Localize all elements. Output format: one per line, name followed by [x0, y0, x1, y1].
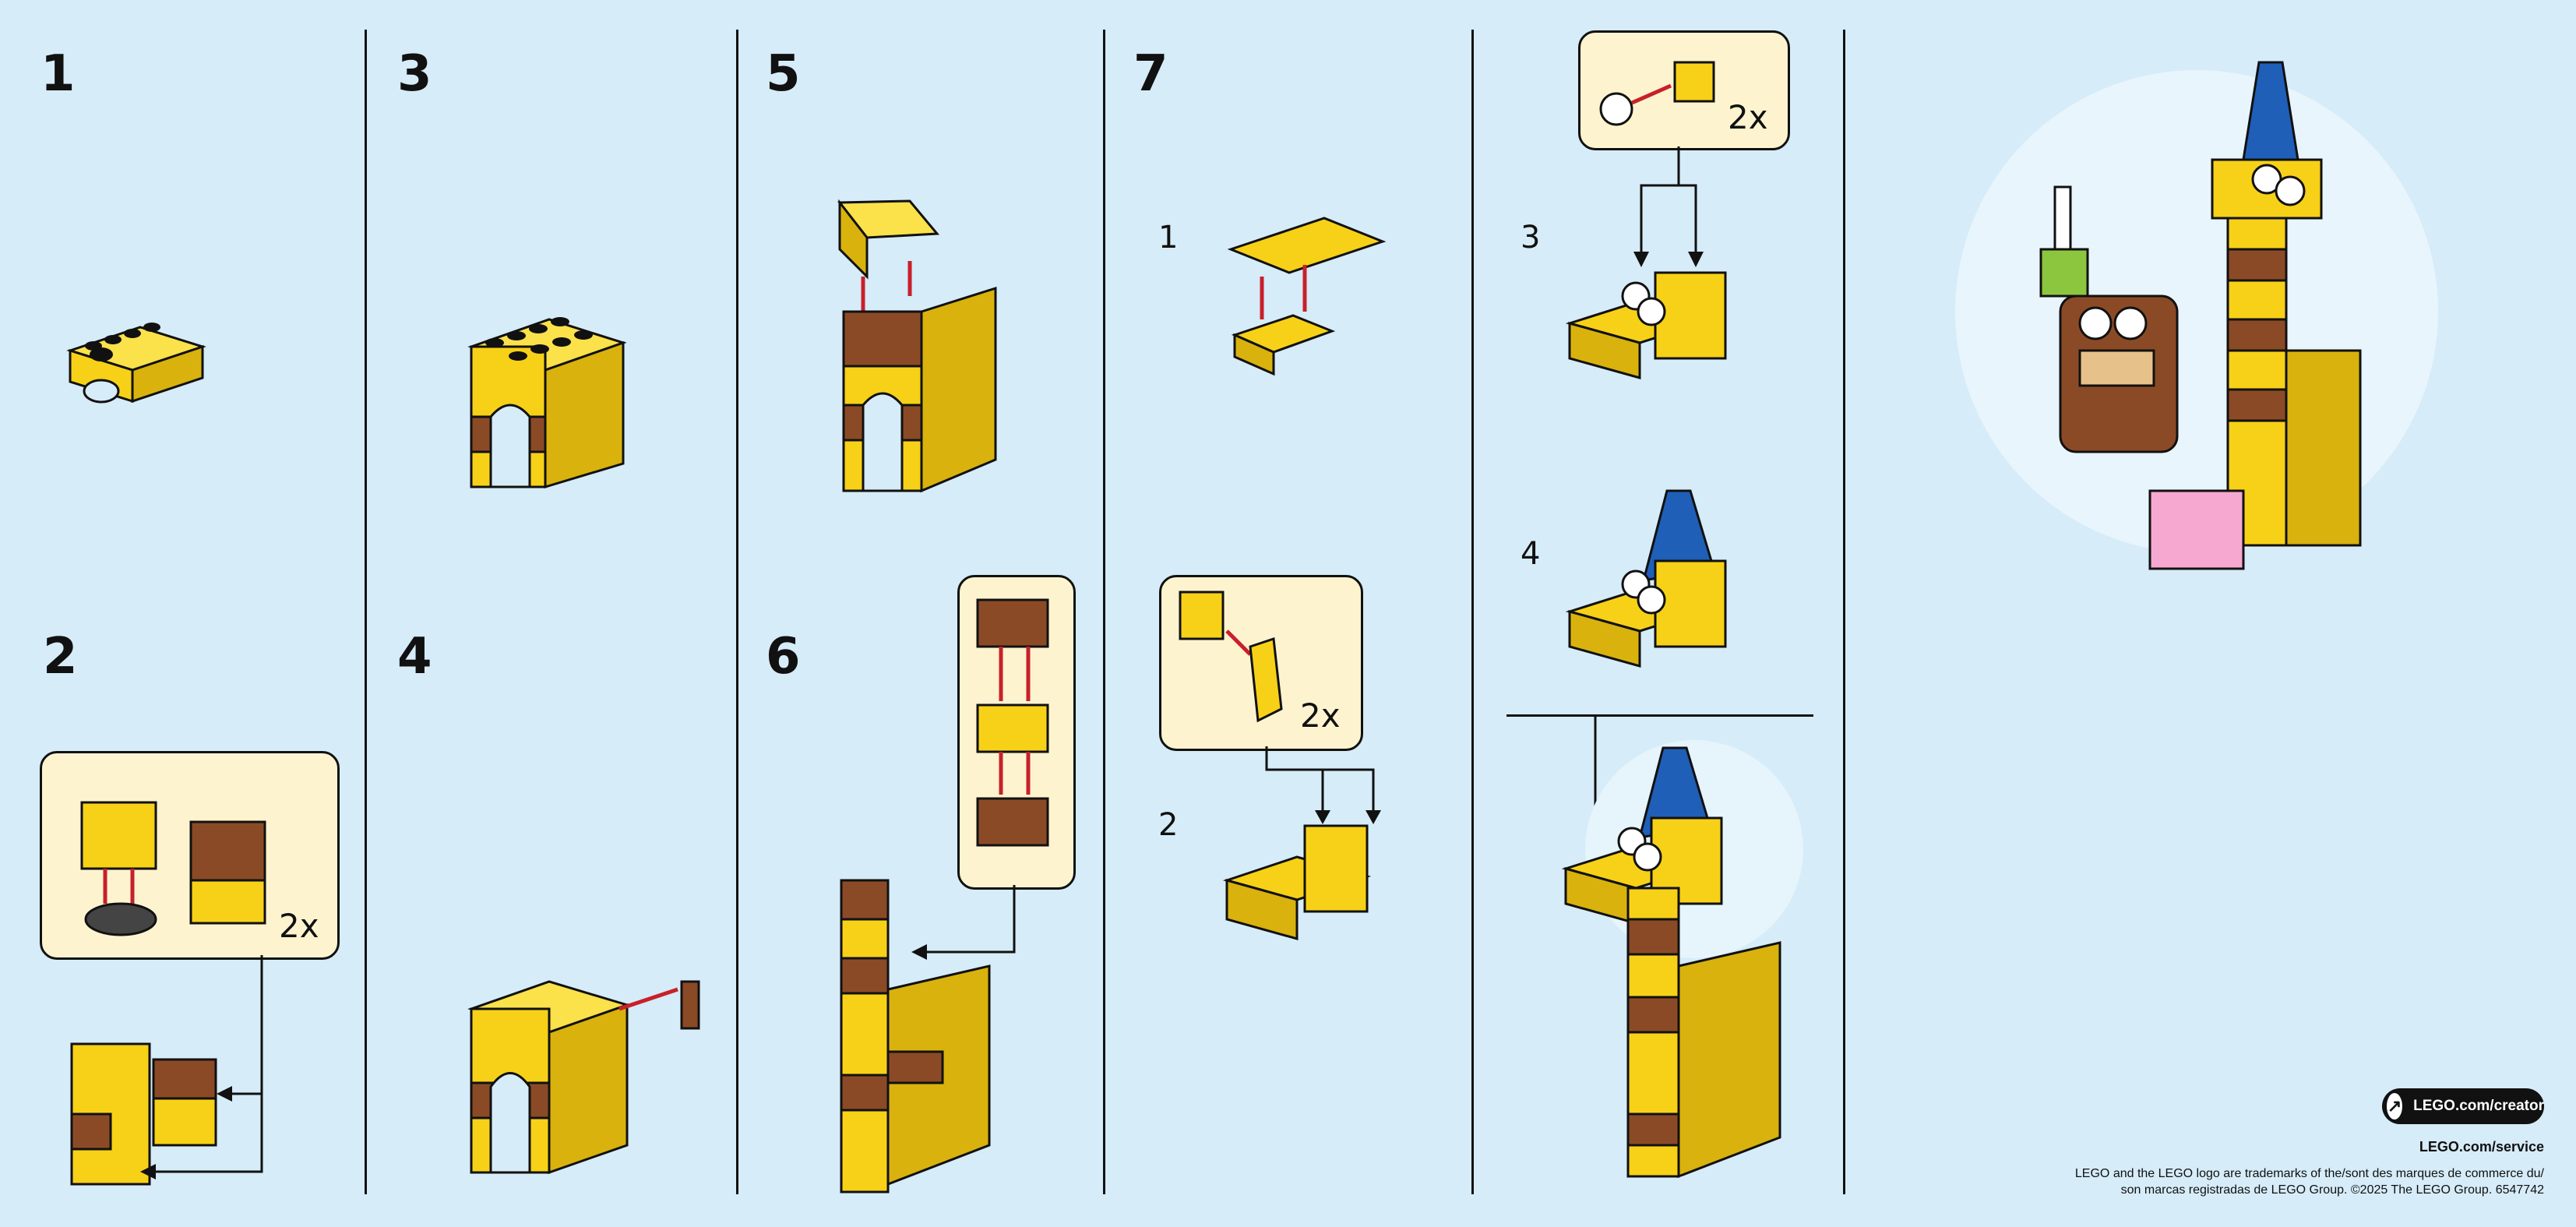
lego-brick-illustration — [80, 801, 266, 936]
assembly-arrow-icon — [911, 885, 1016, 960]
lego-brick-illustration — [1561, 740, 1803, 1179]
step-number: 6 — [766, 628, 801, 686]
step-number: 7 — [1133, 45, 1168, 103]
substep-number: 4 — [1521, 536, 1541, 572]
creator-link-text: LEGO.com/creator — [2413, 1098, 2544, 1114]
substep-number: 3 — [1521, 220, 1541, 256]
step-number: 5 — [766, 45, 801, 103]
lego-brick-illustration — [1599, 61, 1715, 126]
step-number: 3 — [397, 45, 432, 103]
lego-brick-illustration — [1955, 61, 2438, 570]
lego-brick-illustration — [840, 879, 991, 1194]
column-divider — [365, 30, 367, 1194]
service-link[interactable]: LEGO.com/service — [2419, 1139, 2544, 1155]
lego-brick-illustration — [1222, 824, 1372, 940]
lego-brick-illustration — [1227, 217, 1387, 376]
creator-link[interactable]: ↗ LEGO.com/creator — [2382, 1088, 2544, 1124]
lego-brick-illustration — [467, 980, 700, 1175]
multiplier-label: 2x — [1728, 98, 1768, 136]
step-number: 2 — [43, 628, 78, 686]
assembly-arrow-icon — [1633, 146, 1704, 267]
column-divider — [736, 30, 738, 1194]
assembly-arrow-icon — [1265, 746, 1381, 824]
lego-brick-illustration — [70, 1042, 217, 1186]
lego-brick-illustration — [467, 317, 627, 489]
assembly-arrow-icon — [140, 955, 263, 1179]
lego-brick-illustration — [66, 323, 206, 404]
lego-brick-illustration — [1565, 489, 1727, 668]
lego-brick-illustration — [1179, 591, 1283, 723]
horizontal-divider — [1506, 714, 1813, 717]
external-link-icon: ↗ — [2387, 1093, 2403, 1119]
multiplier-label: 2x — [1300, 696, 1341, 735]
lego-brick-illustration — [1565, 271, 1727, 379]
lego-brick-illustration — [837, 199, 997, 493]
substep-number: 1 — [1158, 220, 1179, 256]
legal-text: LEGO and the LEGO logo are trademarks of… — [1983, 1165, 2544, 1198]
legal-line: LEGO and the LEGO logo are trademarks of… — [2074, 1167, 2544, 1180]
multiplier-label: 2x — [279, 907, 319, 945]
substep-number: 2 — [1158, 807, 1179, 843]
step-number: 1 — [41, 45, 76, 103]
column-divider — [1471, 30, 1474, 1194]
step-number: 4 — [397, 628, 432, 686]
legal-line: son marcas registradas de LEGO Group. ©2… — [2120, 1183, 2544, 1197]
column-divider — [1103, 30, 1105, 1194]
column-divider — [1843, 30, 1845, 1194]
lego-brick-illustration — [976, 598, 1049, 847]
